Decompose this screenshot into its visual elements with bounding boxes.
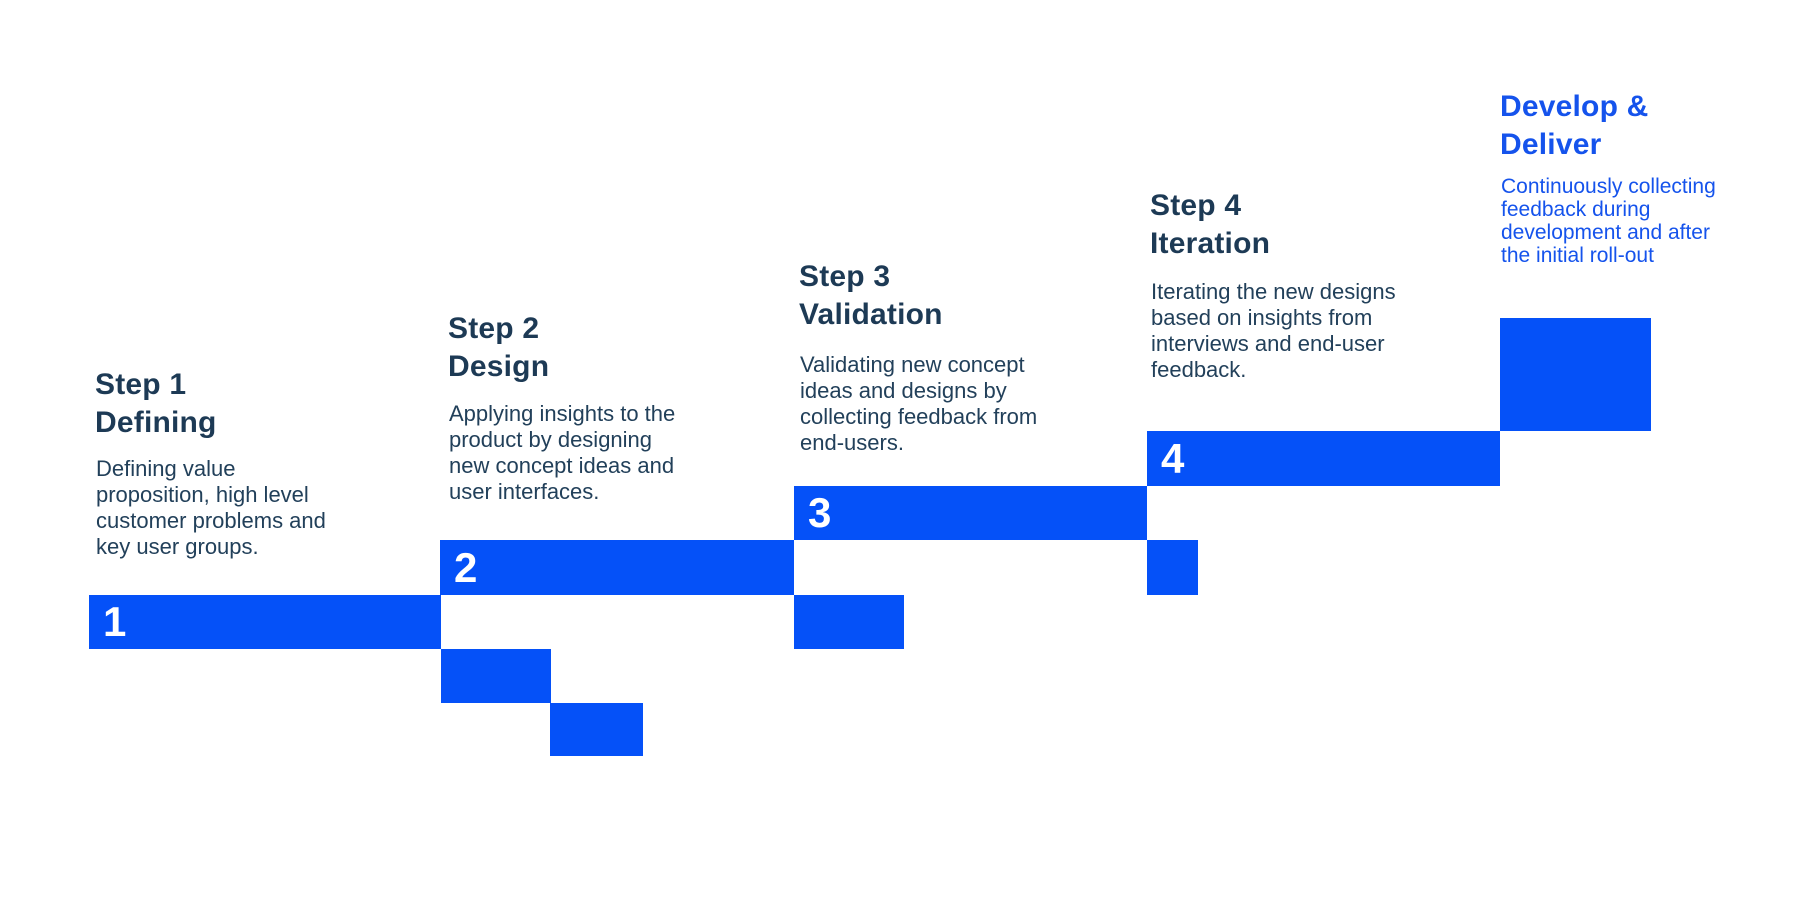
step-2-number-label: 2: [454, 543, 478, 591]
step-1-title: Step 1 Defining: [95, 368, 217, 439]
step-4-description: Iterating the new designs based on insig…: [1151, 279, 1396, 382]
step-2-title: Step 2 Design: [448, 312, 550, 383]
step-1-number-label: 1: [103, 598, 127, 645]
step-3-number-label: 3: [808, 489, 832, 536]
step-3-title: Step 3 Validation: [799, 260, 943, 331]
final-phase-title: Develop & Deliver: [1500, 90, 1649, 161]
step-4-number-label: 4: [1161, 434, 1185, 482]
step-1-description: Defining value proposition, high level c…: [96, 456, 326, 559]
step-4-bar: 4: [1147, 431, 1500, 486]
step-1-tail-bar-2: [550, 703, 643, 756]
step-1-tail-bar-1: [441, 649, 551, 703]
step-2-description: Applying insights to the product by desi…: [449, 401, 676, 504]
step-1-bar: 1: [89, 595, 441, 649]
step-3-bar: 3: [794, 486, 1147, 540]
step-2-tail-bar: [794, 595, 904, 649]
final-phase-description: Continuously collecting feedback during …: [1501, 175, 1716, 267]
step-2-bar: 2: [440, 540, 794, 595]
step-4-title: Step 4 Iteration: [1150, 189, 1271, 260]
step-3-tail-bar: [1147, 540, 1198, 595]
step-3-description: Validating new concept ideas and designs…: [800, 352, 1038, 455]
final-phase-bar: [1500, 318, 1651, 431]
